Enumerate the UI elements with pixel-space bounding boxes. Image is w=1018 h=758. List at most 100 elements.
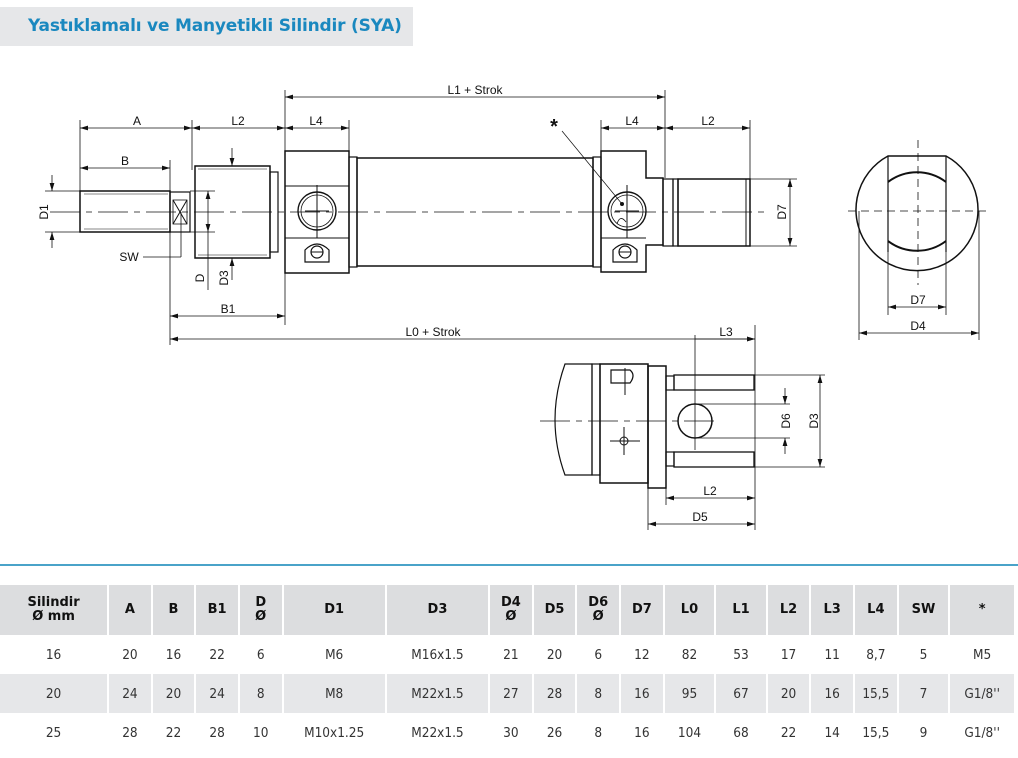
- label-SW: SW: [119, 250, 139, 264]
- label-B: B: [121, 154, 129, 168]
- column-header-text: Ø mm: [32, 609, 75, 624]
- table-cell: 27: [490, 674, 532, 713]
- dimension-lines: [45, 90, 797, 345]
- table-cell: 24: [109, 674, 151, 713]
- column-header-text: A: [124, 602, 135, 617]
- table-cell: M22x1.5: [386, 674, 489, 713]
- column-header-text: B: [168, 602, 179, 617]
- label-star: *: [550, 116, 558, 138]
- label-D3: D3: [217, 270, 231, 286]
- table-cell: 9: [919, 724, 928, 741]
- table-cell: 8: [594, 724, 603, 741]
- table-cell: M22x1.5: [411, 724, 464, 741]
- column-header: L1: [716, 585, 766, 635]
- column-header: D3: [386, 585, 489, 635]
- rear-detail-view: [540, 325, 825, 530]
- table-cell: 22: [780, 724, 797, 741]
- column-header-text: L4: [867, 602, 885, 617]
- table-cell: 22: [165, 724, 182, 741]
- table-cell: 28: [533, 674, 576, 713]
- column-header-text: D5: [544, 602, 565, 617]
- label-B1: B1: [221, 302, 236, 316]
- table-cell: 95: [664, 674, 715, 713]
- column-header-text: D4: [500, 595, 521, 610]
- table-cell: 24: [196, 674, 238, 713]
- column-header-text: D1: [324, 602, 345, 617]
- label-L2-detail: L2: [703, 484, 717, 498]
- table-cell: M10x1.25: [304, 724, 365, 741]
- table-cell: 16: [165, 646, 182, 663]
- table-cell: 15,5: [854, 674, 897, 713]
- page-title: Yastıklamalı ve Manyetikli Silindir (SYA…: [28, 16, 402, 36]
- table-cell: M16x1.5: [411, 646, 464, 663]
- table-cell: 11: [824, 646, 840, 663]
- column-header-text: L0: [680, 602, 699, 617]
- label-L2-right: L2: [701, 114, 715, 128]
- table-cell: 25: [45, 724, 62, 741]
- column-header-text: D6: [588, 595, 609, 610]
- column-header-text: Ø: [592, 609, 604, 624]
- label-D1: D1: [37, 204, 51, 220]
- table-cell: 68: [733, 724, 749, 741]
- column-header: D7: [621, 585, 663, 635]
- column-header-text: SW: [911, 602, 936, 617]
- label-L3: L3: [719, 325, 733, 339]
- table-cell: 28: [122, 724, 138, 741]
- table-cell: 20: [152, 674, 195, 713]
- column-header-text: D: [255, 595, 267, 610]
- label-D6: D6: [779, 413, 793, 429]
- table-cell: 53: [733, 646, 749, 663]
- table-cell: 20: [0, 674, 108, 713]
- column-header-text: D3: [427, 602, 448, 617]
- end-view: [848, 140, 990, 340]
- label-end-D7: D7: [910, 293, 926, 307]
- column-header-text: Ø: [505, 609, 517, 624]
- label-D: D: [193, 273, 207, 282]
- table-cell: 82: [681, 646, 698, 663]
- table-cell: 6: [256, 646, 265, 663]
- label-D5: D5: [692, 510, 708, 524]
- table-cell: 16: [811, 674, 853, 713]
- table-cell: 20: [122, 646, 138, 663]
- label-L0: L0 + Strok: [405, 325, 461, 339]
- column-header: SW: [898, 585, 949, 635]
- technical-drawing: L1 + Strok A L2 L4 L4 L2 * B D1 SW D D3 …: [37, 83, 990, 530]
- table-cell: 26: [546, 724, 563, 741]
- table-cell: 22: [209, 646, 225, 663]
- column-header: A: [109, 585, 151, 635]
- table-cell: 16: [621, 674, 663, 713]
- column-header-text: Ø: [255, 609, 267, 624]
- table-cell: 21: [503, 646, 519, 663]
- label-L4-right: L4: [625, 114, 639, 128]
- label-L2-left: L2: [231, 114, 245, 128]
- table-cell: 28: [209, 724, 225, 741]
- table-cell: 10: [252, 724, 269, 741]
- table-cell: 12: [634, 646, 650, 663]
- table-cell: 20: [546, 646, 563, 663]
- table-cell: G1/8'': [964, 724, 1000, 741]
- table-cell: 16: [634, 724, 650, 741]
- title-bar: Yastıklamalı ve Manyetikli Silindir (SYA…: [0, 7, 413, 46]
- label-A: A: [133, 114, 141, 128]
- table-cell: 30: [503, 724, 519, 741]
- column-header-text: L2: [779, 602, 798, 617]
- dimension-labels: L1 + Strok A L2 L4 L4 L2 * B D1 SW D D3 …: [37, 83, 926, 524]
- label-D3-detail: D3: [807, 413, 821, 429]
- column-header: D1: [283, 585, 385, 635]
- table-cell: 8: [577, 674, 620, 713]
- table-cell: 16: [45, 646, 62, 663]
- table-cell: 17: [780, 646, 797, 663]
- column-header-text: D7: [631, 602, 652, 617]
- column-header-text: L3: [823, 602, 841, 617]
- cylinder-side-view: [50, 130, 770, 274]
- table-cell: 8: [239, 674, 282, 713]
- table-cell: 7: [898, 674, 949, 713]
